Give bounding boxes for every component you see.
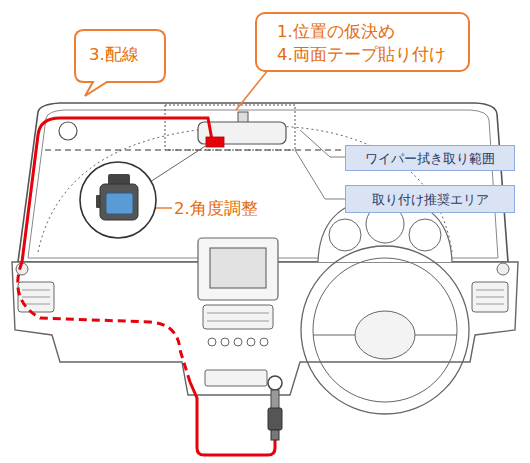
air-vent: [472, 282, 508, 312]
vent-slit: [207, 321, 269, 322]
step-callout-box: 1.位置の仮決め4.両面テープ貼り付け: [255, 12, 470, 72]
gauge: [329, 219, 361, 251]
air-vent: [18, 282, 54, 312]
bubble-path: [75, 30, 165, 96]
dashcam: [206, 137, 224, 147]
area-box: ワイパー拭き取り範囲: [345, 145, 515, 171]
node-text: 4.両面テープ貼り付け: [277, 43, 468, 66]
leader-line: [300, 130, 345, 157]
gauge: [409, 219, 441, 251]
power-socket: [268, 376, 282, 390]
node-text: ワイパー拭き取り範囲: [346, 151, 514, 166]
camera-mount: [108, 174, 130, 185]
vent-slit: [476, 290, 504, 291]
node-text: 3.配線: [89, 44, 165, 66]
step-label: 2.角度調整: [174, 198, 258, 220]
vent-slit: [22, 297, 50, 298]
vent-slit: [22, 304, 50, 305]
button: [234, 338, 242, 346]
plug-tip: [271, 390, 279, 410]
camera-screen: [106, 193, 133, 214]
speech-bubble: 3.配線: [75, 30, 165, 82]
leader-line: [295, 150, 345, 199]
area-box: 取り付け推奨エリア: [345, 185, 515, 213]
steering-wheel-inner: [313, 258, 457, 402]
vent-slit: [476, 304, 504, 305]
vent-slit: [22, 290, 50, 291]
steering-spoke: [313, 334, 355, 335]
mirror-stem: [238, 112, 248, 123]
wire: [190, 382, 275, 455]
windshield-inner: [28, 110, 498, 258]
pointer-line: [236, 70, 268, 110]
recommended-area: [165, 105, 295, 150]
center-console: [198, 238, 278, 300]
node-text: 1.位置の仮決め: [277, 20, 468, 43]
button: [260, 338, 268, 346]
plug-neck: [271, 430, 279, 440]
center-vent: [203, 305, 273, 329]
button: [208, 338, 216, 346]
hidden-wire: [18, 262, 190, 382]
magnifier-leader: [150, 145, 207, 182]
node-text: 取り付け推奨エリア: [346, 192, 514, 207]
sensor-circle: [59, 122, 77, 140]
vent-slit: [476, 297, 504, 298]
console-screen: [210, 248, 266, 288]
steering-wheel: [301, 246, 469, 414]
speaker: [497, 263, 509, 275]
wire: [22, 118, 212, 262]
label-leader: [156, 207, 172, 209]
button: [221, 338, 229, 346]
steering-hub: [355, 311, 415, 359]
steering-spoke: [415, 334, 457, 335]
vent-slit: [207, 313, 269, 314]
plug-body: [268, 408, 282, 430]
magnifier-circle: [80, 162, 156, 238]
tray: [205, 370, 267, 386]
button: [247, 338, 255, 346]
camera-body: [100, 184, 138, 220]
